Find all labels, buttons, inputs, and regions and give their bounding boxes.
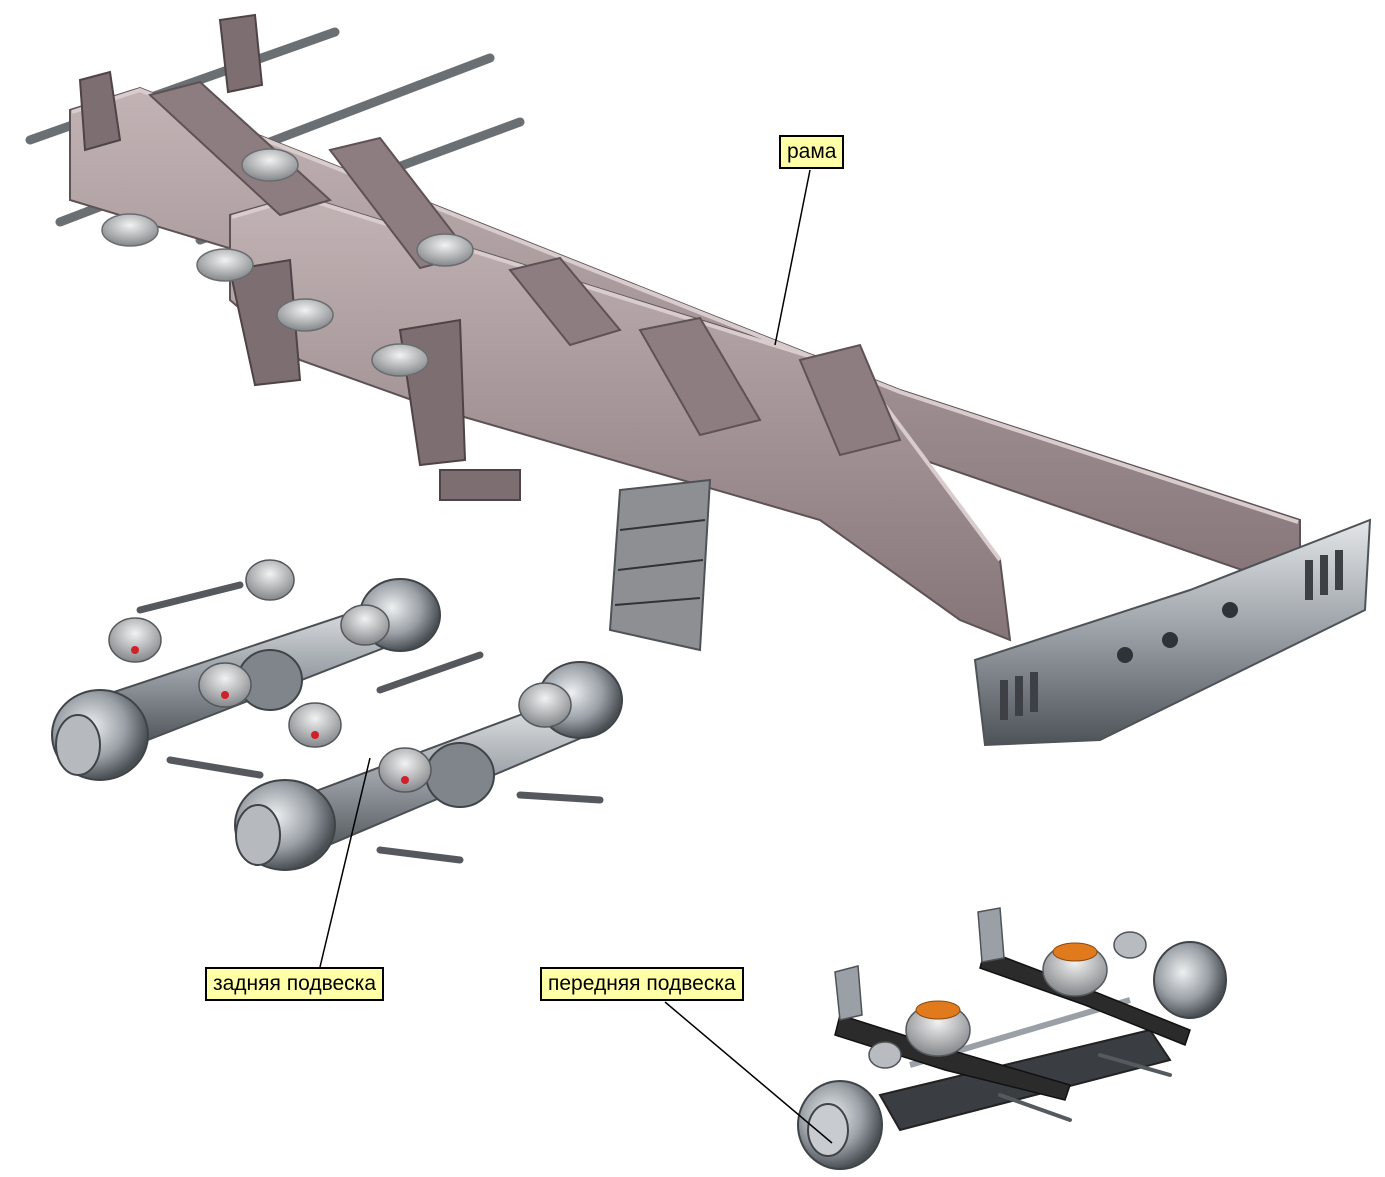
frame-air-springs bbox=[101, 148, 474, 377]
rear-torque-rods bbox=[136, 581, 604, 864]
rear-differentials bbox=[237, 649, 495, 808]
rear-air-spring-valves bbox=[131, 646, 409, 784]
frame-leader-line bbox=[774, 169, 811, 346]
frame-step-ladder bbox=[608, 478, 712, 652]
frame-cross-members bbox=[147, 80, 902, 457]
front-spring-hangers bbox=[834, 907, 1005, 1021]
rear-suspension-label: задняя подвеска bbox=[205, 967, 385, 1001]
frame-assembly bbox=[25, 13, 1372, 747]
front-suspension-label: передняя подвеска bbox=[540, 967, 744, 1001]
frame-label: рама bbox=[779, 135, 845, 169]
rear-wheel-hubs bbox=[51, 578, 623, 871]
front-brake-chambers bbox=[868, 931, 1147, 1069]
bumper-tow-holes bbox=[1117, 602, 1238, 663]
front-suspension-assembly bbox=[797, 907, 1227, 1170]
bumper-vents bbox=[1000, 550, 1343, 720]
rear-air-springs bbox=[108, 559, 572, 793]
front-links bbox=[998, 1053, 1172, 1122]
front-suspension-leader-line bbox=[664, 1001, 833, 1144]
rear-suspension-assembly bbox=[51, 559, 623, 871]
front-air-springs bbox=[905, 942, 1108, 1057]
rear-suspension-leader-line bbox=[319, 757, 371, 968]
front-brake-drums bbox=[797, 941, 1227, 1170]
